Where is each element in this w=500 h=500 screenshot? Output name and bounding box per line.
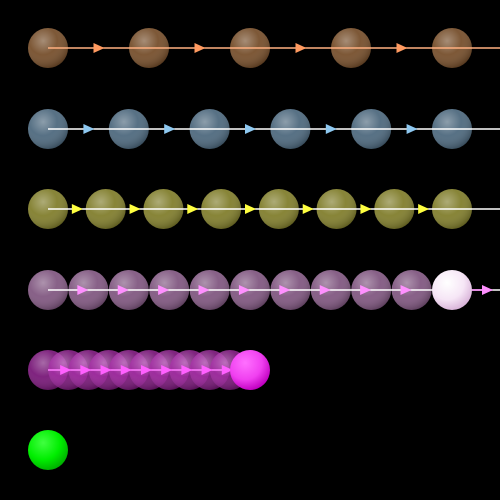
trail-arrow [295, 43, 307, 53]
trail-arrow [400, 285, 412, 295]
trail-arrow [100, 365, 112, 375]
trail-arrow [319, 285, 331, 295]
green-ball [28, 430, 68, 470]
trail-arrow [83, 124, 95, 134]
trail-arrow [60, 365, 72, 375]
row-yellow [28, 189, 500, 229]
trail-arrow [164, 124, 176, 134]
trail-arrow [279, 285, 291, 295]
row-blue [28, 109, 500, 149]
trail-arrow [245, 124, 256, 134]
trail-arrow [80, 365, 92, 375]
ball-layer [28, 430, 68, 470]
trail-arrow [140, 365, 152, 375]
trail-arrow [201, 365, 213, 375]
trail-arrow [325, 124, 337, 134]
trail-arrow [120, 365, 132, 375]
trail-arrow [221, 365, 233, 375]
trail-arrow [245, 204, 256, 214]
trail-arrow [117, 285, 129, 295]
trail-arrow [71, 204, 83, 214]
trail-arrow [161, 365, 173, 375]
trail-arrow [360, 285, 372, 295]
trail-arrow [302, 204, 314, 214]
row-pink [28, 270, 500, 310]
trail-arrow [406, 124, 418, 134]
trail-arrow [418, 204, 430, 214]
trail-head-ball [230, 350, 270, 390]
row-orange [28, 28, 500, 68]
trail-rows [28, 28, 500, 390]
row-magenta [28, 350, 270, 390]
trail-arrow [396, 43, 408, 53]
trail-arrow [129, 204, 141, 214]
trail-arrow [77, 285, 89, 295]
trail-arrow [238, 285, 250, 295]
trail-arrow [194, 43, 206, 53]
trail-arrow [93, 43, 105, 53]
trail-arrow [360, 204, 372, 214]
trail-arrow [187, 204, 199, 214]
trail-head-ball [432, 270, 472, 310]
trail-arrow [198, 285, 210, 295]
trail-arrow [181, 365, 193, 375]
trail-arrow [158, 285, 170, 295]
